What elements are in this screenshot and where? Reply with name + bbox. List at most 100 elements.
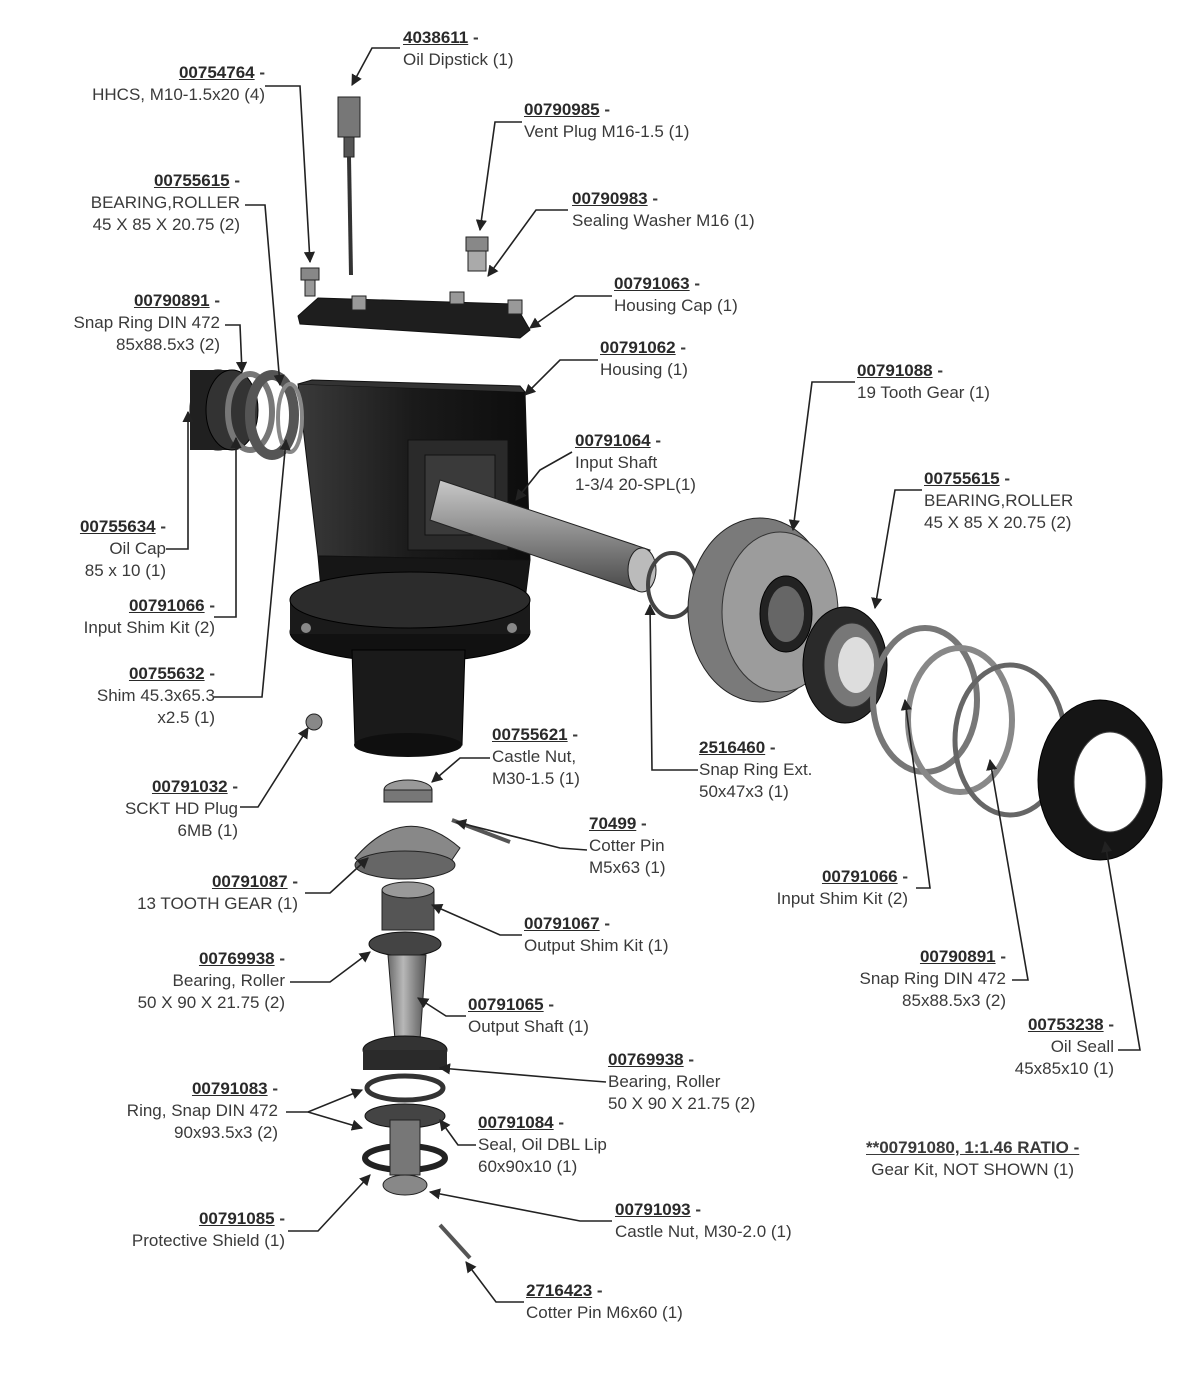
- part-number: 00790983: [572, 189, 648, 208]
- callout-tooth-gear-13: 00791087 -13 TOOTH GEAR (1): [40, 871, 298, 915]
- part-number: 00755634: [79, 517, 156, 536]
- part-description: 19 Tooth Gear (1): [857, 383, 990, 402]
- callout-oil-dipstick: 4038611 -Oil Dipstick (1): [403, 27, 514, 71]
- separator: -: [689, 274, 701, 293]
- part-description: Housing (1): [600, 360, 688, 379]
- separator: -: [254, 63, 265, 82]
- sckt-hd-plug-part: [305, 713, 323, 731]
- callout-vent-plug: 00790985 -Vent Plug M16-1.5 (1): [524, 99, 689, 143]
- part-description: Seal, Oil DBL Lip: [478, 1135, 607, 1154]
- part-description: 50 X 90 X 21.75 (2): [137, 993, 285, 1012]
- part-description: Cotter Pin: [589, 836, 665, 855]
- part-number: 00791032: [151, 777, 228, 796]
- part-number: 2516460: [699, 738, 766, 757]
- separator: -: [567, 725, 579, 744]
- housing-part: [289, 379, 531, 757]
- separator: -: [650, 431, 662, 450]
- callout-housing-cap: 00791063 -Housing Cap (1): [614, 273, 738, 317]
- part-description: Ring, Snap DIN 472: [126, 1101, 278, 1120]
- separator: -: [274, 1209, 285, 1228]
- part-number: 00769938: [608, 1050, 684, 1069]
- separator: -: [553, 1113, 565, 1132]
- leader-lines: [166, 47, 1141, 1303]
- part-description: Output Shim Kit (1): [524, 936, 669, 955]
- part-description: Snap Ring Ext.: [699, 760, 813, 779]
- separator: -: [897, 867, 908, 886]
- callout-protective-shield: 00791085 -Protective Shield (1): [40, 1208, 285, 1252]
- part-description: 45x85x10 (1): [1014, 1059, 1114, 1078]
- part-description: BEARING,ROLLER: [924, 491, 1074, 510]
- part-number: 00755632: [128, 664, 205, 683]
- right-bearing-part: [802, 606, 888, 724]
- part-description: 13 TOOTH GEAR (1): [137, 894, 298, 913]
- part-description: Oil Cap: [109, 539, 166, 558]
- callout-snap-ring-left: 00790891 - Snap Ring DIN 472 85x88.5x3 (2): [40, 290, 220, 356]
- callout-hhcs: 00754764 - HHCS, M10-1.5x20 (4): [60, 62, 265, 106]
- separator: -: [599, 100, 611, 119]
- separator: -: [287, 872, 298, 891]
- tooth-gear-13-part: [354, 825, 461, 880]
- hhcs-bolt-part: [300, 267, 320, 297]
- part-number: 00755621: [492, 725, 568, 744]
- part-description: 85 x 10 (1): [84, 561, 166, 580]
- part-number: 2716423: [526, 1281, 593, 1300]
- part-description: Oil Dipstick (1): [403, 50, 514, 69]
- separator: -: [932, 361, 944, 380]
- housing-cap-part: [297, 291, 531, 339]
- vent-plug-part: [465, 236, 489, 272]
- part-number: 00790891: [133, 291, 210, 310]
- part-description: Vent Plug M16-1.5 (1): [524, 122, 690, 141]
- part-description: M30-1.5 (1): [492, 769, 580, 788]
- part-description: Shim 45.3x65.3: [96, 686, 215, 705]
- callout-oil-cap: 00755634 - Oil Cap 85 x 10 (1): [40, 516, 166, 582]
- separator: -: [636, 814, 647, 833]
- part-description: Output Shaft (1): [468, 1017, 589, 1036]
- gear-kit-note: **00791080, 1:1.46 RATIO - Gear Kit, NOT…: [866, 1137, 1079, 1181]
- part-description: SCKT HD Plug: [124, 799, 238, 818]
- part-number: 00791088: [857, 361, 933, 380]
- callout-housing: 00791062 -Housing (1): [600, 337, 688, 381]
- separator: -: [543, 995, 555, 1014]
- part-number: 00791065: [468, 995, 544, 1014]
- part-description: Snap Ring DIN 472: [73, 313, 220, 332]
- part-number: 00755615: [153, 171, 230, 190]
- part-description: 45 X 85 X 20.75 (2): [924, 513, 1072, 532]
- part-description: Cotter Pin M6x60 (1): [526, 1303, 683, 1322]
- part-description: Bearing, Roller: [608, 1072, 721, 1091]
- part-number: 00754764: [178, 63, 255, 82]
- part-number: 00791062: [600, 338, 676, 357]
- part-description: BEARING,ROLLER: [90, 193, 240, 212]
- part-description: 90x93.5x3 (2): [174, 1123, 278, 1142]
- part-description: 85x88.5x3 (2): [116, 335, 220, 354]
- part-number: 00791085: [198, 1209, 275, 1228]
- input-shim-rings-part: [870, 625, 1068, 818]
- part-description: Input Shaft: [575, 453, 658, 472]
- part-number: 70499: [589, 814, 637, 833]
- left-bearing-stack-part: [189, 369, 304, 460]
- part-description: HHCS, M10-1.5x20 (4): [92, 85, 265, 104]
- part-description: Castle Nut,: [492, 747, 577, 766]
- separator: -: [155, 517, 166, 536]
- part-number: 00791083: [191, 1079, 268, 1098]
- callout-input-shim-left: 00791066 -Input Shim Kit (2): [40, 595, 215, 639]
- gear-kit-note-part: **00791080, 1:1.46 RATIO -: [866, 1138, 1080, 1157]
- part-number: 00791063: [614, 274, 690, 293]
- part-description: 50x47x3 (1): [699, 782, 789, 801]
- part-description: x2.5 (1): [157, 708, 215, 727]
- callout-output-shaft: 00791065 - Output Shaft (1): [468, 994, 589, 1038]
- separator: -: [227, 777, 238, 796]
- part-number: 00769938: [198, 949, 275, 968]
- separator: -: [468, 28, 479, 47]
- separator: -: [209, 291, 220, 310]
- callout-castle-nut-top: 00755621 - Castle Nut, M30-1.5 (1): [492, 724, 580, 790]
- separator: -: [592, 1281, 603, 1300]
- part-description: 45 X 85 X 20.75 (2): [92, 215, 240, 234]
- oil-dipstick-part: [337, 96, 361, 276]
- part-description: 85x88.5x3 (2): [902, 991, 1006, 1010]
